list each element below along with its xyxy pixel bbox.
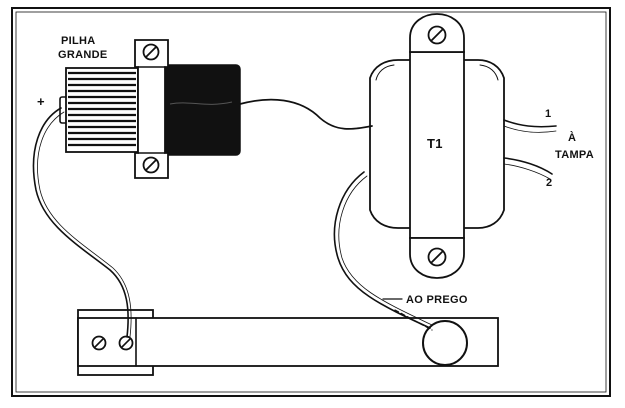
nail-contact-disc — [422, 320, 468, 366]
wire-battery-positive — [32, 107, 129, 338]
battery-body — [164, 64, 241, 156]
battery-label-line2: GRANDE — [58, 49, 107, 61]
to-lid-label-tampa: TAMPA — [555, 149, 594, 161]
battery-plus-sign: + — [37, 94, 45, 109]
nail-bar-screw-left — [91, 335, 107, 351]
wire-2-label: 2 — [546, 177, 552, 189]
transformer — [369, 13, 505, 279]
transformer-strap — [409, 51, 465, 239]
wire-battery-to-transformer — [239, 98, 373, 130]
battery-clip-screw-bottom — [142, 156, 160, 174]
board-inner-border — [15, 11, 607, 393]
battery — [59, 39, 241, 179]
wire-output-1 — [503, 119, 557, 128]
wire-dashed-under-strip — [394, 309, 433, 331]
wire-transformer-to-nail — [333, 171, 431, 329]
transformer-label: T1 — [427, 136, 443, 151]
nail-bar-screw-right — [118, 335, 134, 351]
battery-body-highlight — [169, 101, 233, 105]
wire-output-2 — [503, 157, 553, 175]
transformer-screw-bottom — [427, 247, 447, 267]
battery-ribs — [68, 71, 136, 147]
battery-label-line1: PILHA — [61, 35, 96, 47]
transformer-screw-top — [427, 25, 447, 45]
to-lid-label-a: À — [568, 131, 576, 144]
battery-clip-screw-top — [142, 43, 160, 61]
nail-bar — [77, 309, 499, 376]
wire-1-label: 1 — [545, 108, 551, 120]
to-nail-label: AO PREGO — [406, 294, 468, 306]
